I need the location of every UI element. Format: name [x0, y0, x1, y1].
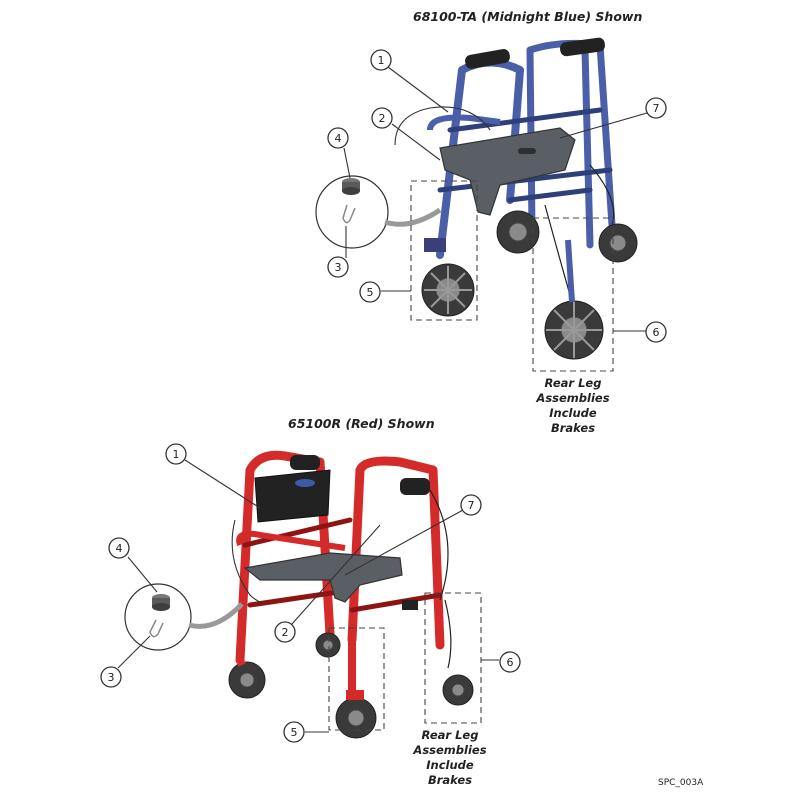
red-handle-right: [400, 478, 430, 495]
top-leader-1: [387, 66, 449, 113]
blue-caster-bracket: [424, 238, 446, 252]
bottom-snap-pin: [149, 619, 164, 638]
top-detail-connector: [384, 207, 442, 227]
blue-rear-wheel-spokes: [546, 302, 602, 358]
red-front-wheel-left-hub: [239, 672, 255, 688]
blue-rear-wheel-right-hub: [609, 234, 627, 252]
svg-text:2: 2: [379, 112, 386, 125]
top-leader-7: [559, 112, 648, 139]
top-diagram: 68100-TA (Midnight Blue) Shown: [315, 9, 667, 435]
bottom-front-leg-box: [328, 627, 385, 731]
bottom-glide-cap: [152, 594, 170, 611]
bottom-callout-5: 5: [283, 721, 305, 743]
top-callout-4: 4: [327, 127, 349, 149]
svg-text:3: 3: [335, 261, 342, 274]
bottom-callout-1: 1: [165, 443, 187, 465]
bottom-callout-3: 3: [100, 666, 122, 688]
bottom-rear-leg-box: [424, 592, 482, 724]
blue-seat-slot: [518, 148, 536, 154]
blue-brake-cable: [544, 164, 615, 296]
bottom-callout-4: 4: [108, 537, 130, 559]
red-brake-pad: [402, 600, 418, 610]
blue-backrest-loop: [427, 114, 501, 131]
blue-handle-right: [560, 37, 605, 57]
top-front-leg-box: [410, 180, 478, 321]
top-callout-5: 5: [359, 281, 381, 303]
svg-text:Brakes: Brakes: [428, 773, 472, 787]
bottom-title: 65100R (Red) Shown: [288, 416, 435, 431]
bottom-diagram: 65100R (Red) Shown: [100, 416, 521, 787]
red-front-wheel-right-hub: [322, 639, 334, 651]
blue-seat: [439, 127, 576, 216]
svg-text:Include: Include: [549, 406, 597, 420]
top-title: 68100-TA (Midnight Blue) Shown: [413, 9, 642, 24]
svg-text:Include: Include: [426, 758, 474, 772]
top-callout-3: 3: [327, 256, 349, 278]
top-leader-4: [343, 147, 351, 179]
bottom-leader-1: [184, 459, 261, 509]
bottom-leader-2: [291, 524, 381, 625]
top-rear-leg-box: [532, 217, 614, 372]
red-caster-fork: [346, 690, 364, 700]
blue-front-wheel-right-hub: [508, 222, 528, 242]
svg-text:Assemblies: Assemblies: [412, 743, 486, 757]
svg-text:1: 1: [378, 54, 385, 67]
red-arm-loop: [236, 530, 346, 551]
blue-front-wheel-spokes: [424, 266, 472, 314]
red-rear-wheel-hub: [451, 683, 465, 697]
svg-text:1: 1: [173, 448, 180, 461]
top-glide-cap: [342, 178, 360, 195]
svg-text:7: 7: [653, 102, 660, 115]
blue-walker-illustration: [421, 37, 638, 360]
svg-text:4: 4: [335, 132, 342, 145]
svg-text:Brakes: Brakes: [551, 421, 595, 435]
top-callout-7: 7: [645, 97, 667, 119]
svg-text:Assemblies: Assemblies: [535, 391, 609, 405]
bottom-leader-3: [117, 635, 151, 669]
bottom-callout-7: 7: [460, 494, 482, 516]
top-leader-2: [391, 123, 441, 161]
red-backrest-logo: [295, 479, 315, 487]
bottom-detail-circle: [124, 583, 192, 651]
bottom-detail-connector: [188, 602, 244, 629]
svg-text:2: 2: [282, 626, 289, 639]
red-brake-cable: [429, 489, 452, 669]
red-walker-illustration: [228, 450, 474, 739]
top-callout-2: 2: [371, 107, 393, 129]
svg-text:5: 5: [367, 286, 374, 299]
red-backrest: [254, 469, 331, 523]
bottom-callout-2: 2: [274, 621, 296, 643]
svg-text:Rear Leg: Rear Leg: [422, 728, 479, 742]
top-rear-leg-note: Rear Leg Assemblies Include Brakes: [535, 376, 609, 435]
bottom-magnifier-arc: [231, 519, 263, 604]
top-detail-circle: [315, 175, 389, 249]
red-handle-left: [290, 455, 320, 470]
bottom-leader-7: [344, 509, 464, 576]
svg-text:4: 4: [116, 542, 123, 555]
footer-code: SPC_003A: [658, 778, 704, 788]
svg-text:7: 7: [468, 499, 475, 512]
svg-text:5: 5: [291, 726, 298, 739]
bottom-callout-6: 6: [499, 651, 521, 673]
blue-handle-left: [465, 49, 510, 69]
blue-rear-leg: [565, 239, 575, 303]
bottom-rear-leg-note: Rear Leg Assemblies Include Brakes: [412, 728, 486, 787]
red-caster-wheel-hub: [347, 709, 365, 727]
svg-text:Rear Leg: Rear Leg: [545, 376, 602, 390]
top-snap-pin: [342, 204, 356, 224]
top-callout-6: 6: [645, 321, 667, 343]
svg-text:6: 6: [653, 326, 660, 339]
top-callout-1: 1: [370, 49, 392, 71]
blue-side-rails: [437, 107, 613, 203]
svg-text:6: 6: [507, 656, 514, 669]
bottom-leader-4: [127, 556, 158, 593]
svg-text:3: 3: [108, 671, 115, 684]
